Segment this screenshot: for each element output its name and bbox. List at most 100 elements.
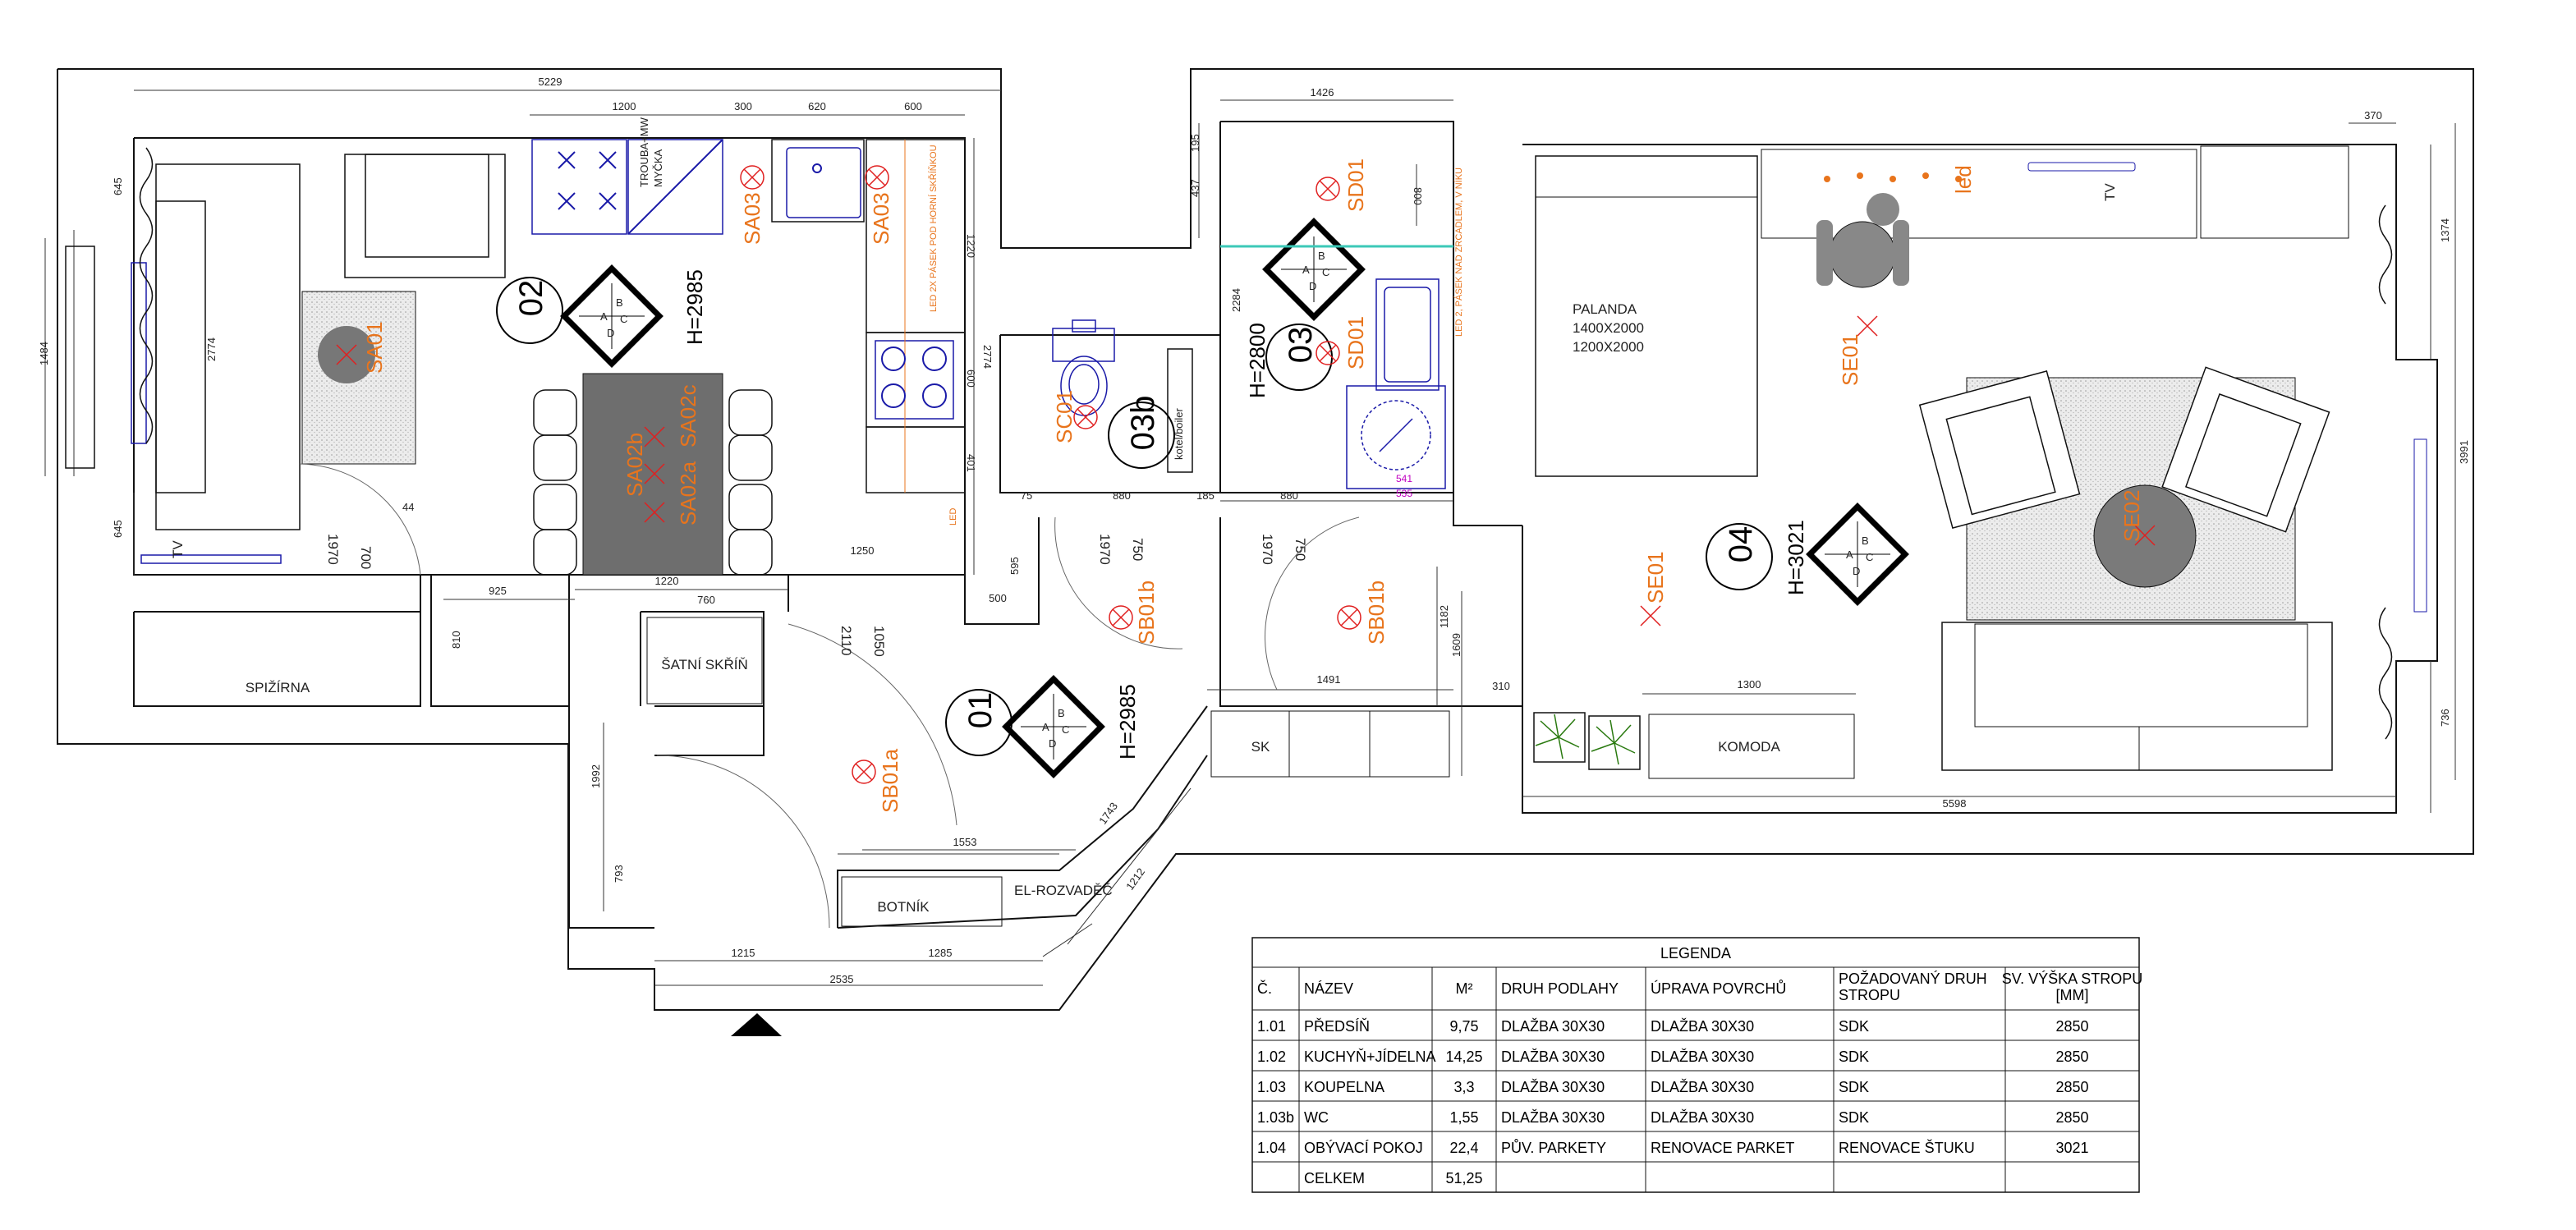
legend-header: ÚPRAVA POVRCHŮ	[1651, 980, 1786, 997]
sk-label: SK	[1251, 739, 1270, 755]
dim-1182: 1182	[1438, 605, 1450, 628]
dim-645-bot: 645	[112, 520, 124, 538]
dim-1970a: 1970	[1097, 534, 1113, 565]
fixture-sc01: SC01	[1052, 390, 1077, 443]
dim-44: 44	[402, 501, 414, 513]
legend-title: LEGENDA	[1660, 945, 1731, 962]
legend-cell: PŮV. PARKETY	[1501, 1139, 1606, 1156]
legend-cell: 1.02	[1257, 1049, 1286, 1065]
svg-text:D: D	[607, 327, 614, 339]
spizirna-label: SPIŽÍRNA	[246, 680, 310, 695]
tv-right-label: TV	[2102, 183, 2118, 201]
dim-1220: 1220	[965, 234, 977, 258]
dim-1250: 1250	[851, 544, 875, 557]
svg-text:A: A	[600, 310, 608, 323]
dim-1374: 1374	[2439, 218, 2451, 242]
wc-fixtures	[1052, 278, 1446, 489]
legend-cell: KOUPELNA	[1304, 1079, 1384, 1095]
trouba-label: TROUBA+MW	[638, 117, 650, 187]
dim-2774k: 2774	[981, 345, 994, 369]
legend-header: NÁZEV	[1304, 980, 1353, 997]
palanda-label: PALANDA	[1573, 301, 1637, 317]
svg-text:C: C	[1322, 266, 1329, 278]
legend-cell: 22,4	[1449, 1140, 1478, 1156]
svg-text:D: D	[1853, 565, 1860, 577]
dim-1553: 1553	[953, 836, 977, 848]
curtains-right	[2378, 204, 2393, 740]
dim-800: 800	[1412, 187, 1424, 205]
dim-500: 500	[989, 592, 1007, 604]
fixture-sa02c: SA02c	[676, 384, 700, 447]
botnik	[841, 876, 1003, 927]
radiator-right	[2413, 438, 2427, 613]
dining-table	[582, 373, 723, 576]
dim-2284: 2284	[1230, 288, 1242, 312]
desk	[1761, 149, 2197, 239]
armchairs	[1918, 366, 2330, 533]
svg-text:B: B	[616, 296, 623, 309]
sk-cabinet	[1210, 710, 1450, 778]
desk-right	[2200, 145, 2349, 239]
room-03b-number: 03b	[1125, 396, 1161, 451]
kotel-label: kotel/boiler	[1173, 407, 1185, 460]
fixture-markers	[336, 165, 2156, 784]
dim-2535: 2535	[830, 973, 854, 985]
svg-text:C: C	[1866, 551, 1873, 563]
legend-cell: 1.03	[1257, 1079, 1286, 1095]
legend-cell: SDK	[1839, 1018, 1869, 1035]
legend-cell: DLAŽBA 30X30	[1501, 1018, 1605, 1035]
botnik-label: BOTNÍK	[877, 899, 930, 915]
legend-cell: DLAŽBA 30X30	[1501, 1109, 1605, 1126]
room-01-number: 01	[962, 692, 999, 729]
led-kitchen-label: LED 2X PÁSEK POD HORNÍ SKŘÍŇKOU	[928, 145, 939, 312]
legend-cell: KUCHYŇ+JÍDELNA	[1304, 1049, 1436, 1065]
legend-cell: DLAŽBA 30X30	[1501, 1049, 1605, 1065]
legend-cell: OBÝVACÍ POKOJ	[1304, 1140, 1423, 1156]
fixture-sb01a: SB01a	[878, 748, 902, 813]
dim-600k: 600	[965, 369, 977, 388]
sofa-right	[1941, 622, 2333, 771]
legend-cell: 3021	[2055, 1140, 2088, 1156]
dim-1212: 1212	[1123, 865, 1147, 892]
legend-cell: SDK	[1839, 1049, 1869, 1065]
fixture-se01-living: SE01	[1643, 551, 1668, 604]
chairs	[533, 389, 773, 576]
hob-icon	[558, 139, 947, 408]
dim-5229: 5229	[539, 76, 562, 88]
legend-header: STROPU	[1839, 987, 1900, 1003]
svg-text:D: D	[1049, 737, 1056, 750]
palanda-bed	[1535, 155, 1758, 477]
fixture-se02: SE02	[2119, 489, 2144, 542]
entrance-arrow-icon	[731, 1013, 782, 1036]
legend-cell: 1.01	[1257, 1018, 1286, 1035]
fixture-sa02b: SA02b	[622, 433, 647, 497]
svg-text:B: B	[1058, 707, 1065, 719]
tv-left-label: TV	[170, 540, 186, 558]
tv-right	[2027, 162, 2136, 172]
dim-3991: 3991	[2458, 440, 2470, 464]
legend-header: SV. VÝŠKA STROPU	[2002, 970, 2142, 987]
compass-04: AB CD	[1806, 503, 1909, 606]
legend-header: M²	[1456, 980, 1473, 997]
walls	[57, 68, 2474, 1011]
komoda	[1648, 714, 1855, 779]
dim-1200: 1200	[613, 100, 636, 112]
svg-text:A: A	[1302, 264, 1310, 276]
legend-header: [MM]	[2056, 987, 2089, 1003]
led-bath-label: LED 2, PÁSEK NAD ZRCADLEM, V NÍKU	[1453, 168, 1464, 337]
room-04-number: 04	[1723, 526, 1759, 563]
legend-cell: 1,55	[1449, 1109, 1478, 1126]
legend-cell: 2850	[2055, 1018, 2088, 1035]
legend-header: POŽADOVANÝ DRUH	[1839, 971, 1987, 987]
dim-437: 437	[1189, 179, 1201, 197]
legend-cell: 2850	[2055, 1109, 2088, 1126]
dim-1992: 1992	[590, 764, 602, 788]
dim-880a: 880	[1113, 489, 1131, 502]
dim-195: 195	[1189, 134, 1201, 152]
dim-793: 793	[613, 865, 625, 883]
dim-620: 620	[808, 100, 826, 112]
door-swing-wc	[1054, 516, 1183, 649]
compass-02: AB CD	[560, 264, 664, 368]
dim-5598: 5598	[1943, 797, 1967, 810]
mycka-label: MYČKA	[652, 149, 664, 187]
